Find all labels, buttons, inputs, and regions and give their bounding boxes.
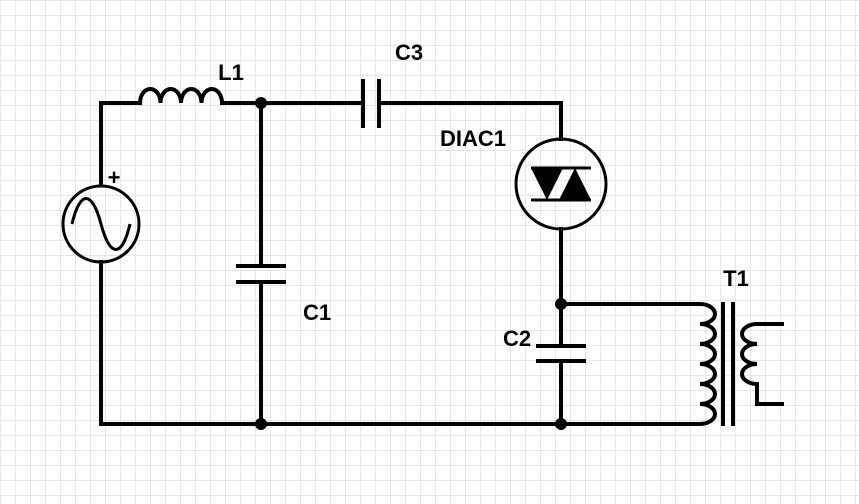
label-c1: C1 (303, 300, 331, 325)
t1-secondary-lead-bottom (755, 382, 784, 406)
label-c3: C3 (395, 40, 423, 65)
junction-dot (255, 97, 267, 109)
capacitor-c1: C1 (236, 264, 331, 325)
transformer-t1: T1 (697, 266, 784, 427)
wire-c3-to-diac (377, 101, 563, 141)
ac-source-circle (61, 184, 141, 264)
label-l1: L1 (218, 60, 244, 85)
wires (99, 101, 702, 426)
ac-source: + (61, 165, 141, 264)
wire-bottom-rail (99, 260, 702, 426)
t1-primary-coil-icon (697, 301, 717, 427)
junction-dot (555, 418, 567, 430)
junction-dot (555, 298, 567, 310)
diac-circle (514, 137, 608, 231)
label-t1: T1 (723, 266, 749, 291)
diac-triangle-down-icon (531, 168, 563, 200)
capacitor-c3: C3 (361, 40, 423, 128)
inductor-l1: L1 (137, 60, 244, 106)
wire-left-top (99, 101, 142, 187)
label-c2: C2 (503, 326, 531, 351)
capacitor-c2: C2 (503, 326, 586, 363)
source-polarity: + (108, 165, 121, 190)
t1-secondary-coil-icon (740, 321, 760, 387)
inductor-coil-icon (137, 87, 225, 106)
junction-dot (255, 418, 267, 430)
diac-diac1: DIAC1 (440, 126, 608, 231)
label-diac1: DIAC1 (440, 126, 506, 151)
sine-wave-icon (70, 197, 132, 251)
junctions (255, 97, 567, 430)
diac-triangle-up-icon (559, 168, 591, 200)
